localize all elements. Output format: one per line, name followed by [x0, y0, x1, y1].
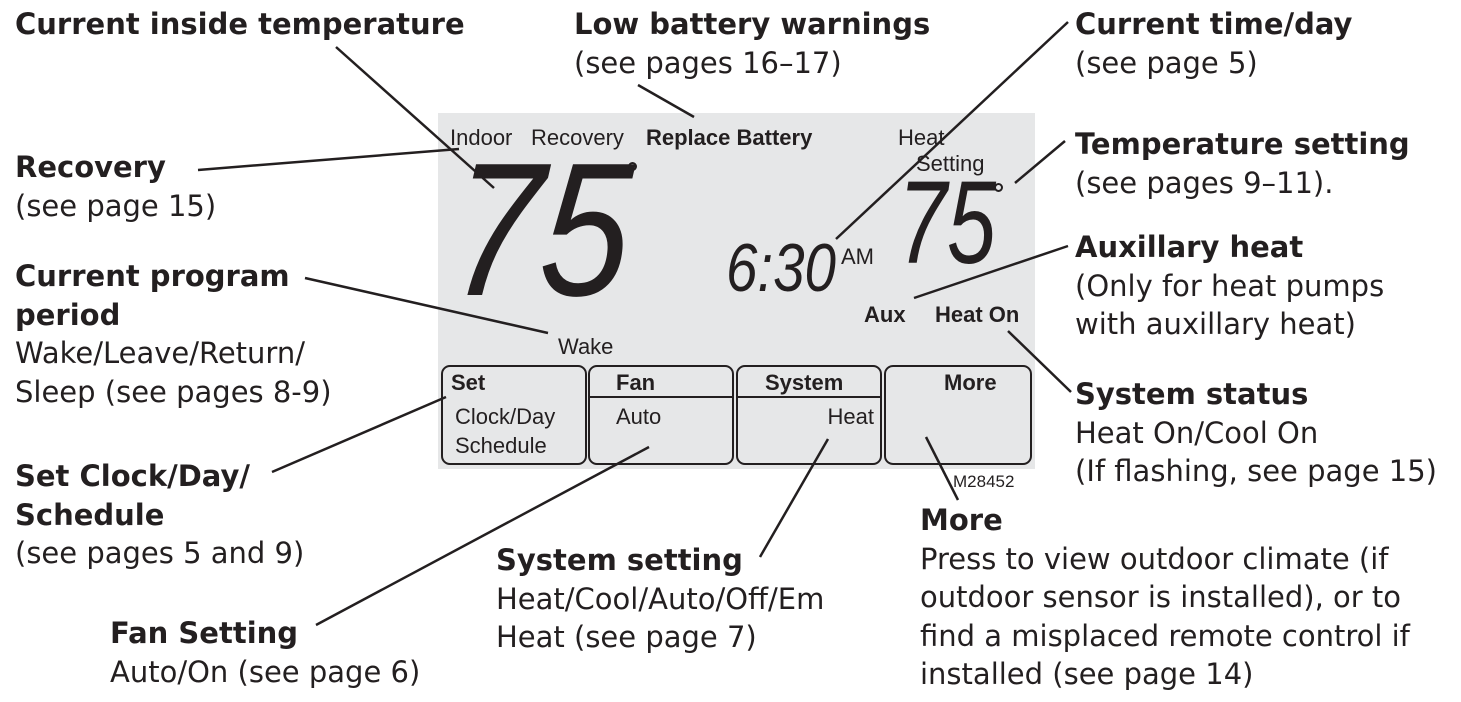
fan-button[interactable]: Fan Auto [588, 365, 734, 465]
time-value: 6:30 [726, 235, 836, 297]
callout-recovery: Recovery (see page 15) [15, 148, 216, 225]
set-clock-title-1: Set Clock/Day/ [15, 459, 250, 493]
more-button[interactable]: More [884, 365, 1032, 465]
leader-more [924, 436, 960, 501]
callout-system-status: System status Heat On/Cool On (If flashi… [1075, 375, 1437, 491]
more-button-label: More [944, 370, 997, 395]
set-temp-digits: 75 [898, 175, 996, 269]
indoor-temp-digits: 75 [458, 153, 638, 303]
set-temp-value: 75 [898, 175, 996, 269]
leader-recovery [197, 147, 460, 172]
indoor-label: Indoor [450, 125, 513, 150]
leader-fan-setting [315, 445, 650, 627]
time-day-desc: (see page 5) [1075, 45, 1258, 80]
leader-system-status [1007, 330, 1072, 393]
system-button-label: System [765, 370, 844, 395]
more-desc-3: find a misplaced remote control if [920, 618, 1410, 653]
setting-label: Setting [916, 151, 985, 176]
callout-more: More Press to view outdoor climate (if o… [920, 501, 1410, 694]
callout-fan-setting: Fan Setting Auto/On (see page 6) [110, 614, 420, 691]
callout-system-setting: System setting Heat/Cool/Auto/Off/Em Hea… [496, 541, 824, 657]
aux-heat-title: Auxillary heat [1075, 230, 1304, 264]
more-desc-1: Press to view outdoor climate (if [920, 541, 1389, 576]
am-pm-indicator: AM [841, 244, 874, 269]
figure-id: M28452 [953, 472, 1015, 491]
leader-time-day [835, 21, 1069, 240]
recovery-desc: (see page 15) [15, 188, 217, 223]
set-clock-desc: (see pages 5 and 9) [15, 536, 305, 570]
aux-indicator: Aux [864, 302, 906, 327]
recovery-title: Recovery [15, 150, 166, 184]
set-clock-day-label: Clock/Day [455, 404, 556, 429]
heat-label: Heat [898, 125, 945, 150]
more-title: More [920, 503, 1003, 537]
aux-heat-desc-2: with auxillary heat) [1075, 307, 1356, 341]
indoor-degree-icon [628, 162, 637, 171]
callout-program-period: Current program period Wake/Leave/Return… [15, 257, 332, 411]
leader-aux-heat [913, 244, 1069, 300]
set-clock-title-2: Schedule [15, 497, 165, 532]
program-period-title: Current program period [15, 259, 290, 332]
leader-inside-temp [335, 46, 495, 189]
set-button[interactable]: Set Clock/Day Schedule [441, 365, 587, 465]
callout-set-clock: Set Clock/Day/ Schedule (see pages 5 and… [15, 457, 304, 573]
set-degree-icon [994, 183, 1003, 192]
system-status-title: System status [1075, 377, 1309, 411]
system-setting-desc-2: Heat (see page 7) [496, 620, 757, 654]
leader-program-period [304, 276, 549, 335]
program-period: Wake [558, 334, 614, 359]
more-desc-4: installed (see page 14) [920, 657, 1254, 691]
system-setting-value: Heat [827, 404, 874, 429]
callout-low-battery: Low battery warnings (see pages 16–17) [574, 5, 930, 82]
system-setting-desc-1: Heat/Cool/Auto/Off/Em [496, 581, 825, 616]
replace-battery-indicator: Replace Battery [646, 125, 813, 150]
callout-inside-temp: Current inside temperature [15, 5, 465, 44]
fan-button-label: Fan [616, 370, 656, 395]
system-status-desc-2: (If flashing, see page 15) [1075, 454, 1437, 488]
callout-aux-heat: Auxillary heat (Only for heat pumps with… [1075, 228, 1384, 344]
fan-setting-desc: Auto/On (see page 6) [110, 654, 421, 689]
inside-temp-title: Current inside temperature [15, 7, 465, 41]
callout-temp-setting: Temperature setting (see pages 9–11). [1075, 125, 1410, 202]
recovery-indicator: Recovery [531, 125, 624, 150]
low-battery-desc: (see pages 16–17) [574, 45, 842, 80]
leader-set-clock [271, 395, 447, 474]
temp-setting-title: Temperature setting [1075, 127, 1410, 161]
more-desc-2: outdoor sensor is installed), or to [920, 580, 1402, 614]
heat-on-indicator: Heat On [935, 302, 1020, 327]
program-period-desc-1: Wake/Leave/Return/ [15, 336, 305, 370]
system-button-header [738, 367, 880, 398]
set-schedule-label: Schedule [455, 433, 547, 458]
callout-time-day: Current time/day (see page 5) [1075, 5, 1352, 82]
low-battery-title: Low battery warnings [574, 7, 931, 41]
leader-low-battery [637, 83, 695, 119]
leader-system-setting [758, 438, 830, 558]
time-day-title: Current time/day [1075, 7, 1353, 41]
temp-setting-desc: (see pages 9–11). [1075, 165, 1334, 200]
indoor-temp-value: 75 [458, 153, 638, 303]
set-button-label: Set [451, 370, 486, 395]
system-setting-title: System setting [496, 543, 743, 577]
program-period-desc-2: Sleep (see pages 8-9) [15, 374, 332, 409]
leader-temp-setting [1014, 140, 1066, 184]
system-status-desc-1: Heat On/Cool On [1075, 415, 1319, 450]
aux-heat-desc-1: (Only for heat pumps [1075, 268, 1385, 303]
fan-setting-title: Fan Setting [110, 616, 299, 650]
fan-button-header [590, 367, 732, 398]
system-button[interactable]: System Heat [736, 365, 882, 465]
fan-setting-value: Auto [616, 404, 662, 429]
time-digits: 6:30 [726, 235, 836, 297]
